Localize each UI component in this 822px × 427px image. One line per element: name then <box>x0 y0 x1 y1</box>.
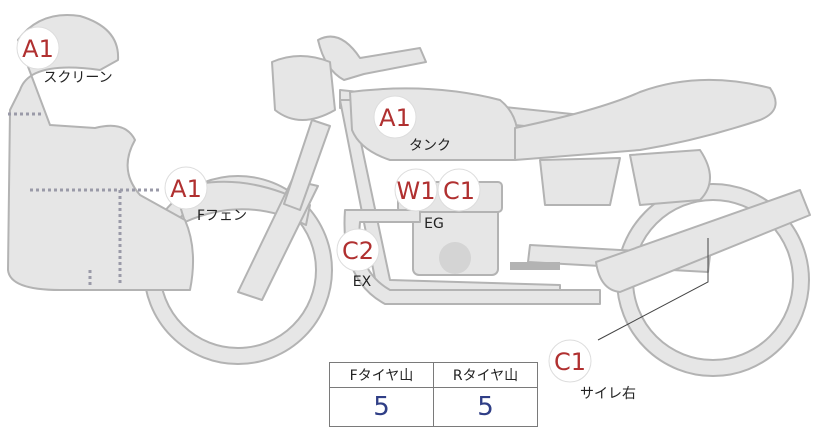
callout-tank: A1 タンク <box>373 95 451 154</box>
front-fender-shape <box>174 180 311 226</box>
damage-code: A1 <box>379 104 411 132</box>
part-label: EG <box>424 216 444 232</box>
part-label: EX <box>353 274 372 290</box>
part-label: サイレ右 <box>580 386 636 402</box>
damage-code: C1 <box>554 348 586 376</box>
damage-code-secondary: C1 <box>443 177 475 205</box>
front-fairing <box>7 14 194 291</box>
damage-code: A1 <box>170 175 202 203</box>
part-label: Fフェン <box>197 208 247 224</box>
tread-value-row: 5 5 <box>329 387 538 427</box>
fairing-zone-lines <box>8 112 160 285</box>
callout-exhaust: C2 EX <box>336 228 380 290</box>
tire-tread-table: Fタイヤ山 Rタイヤ山 5 5 <box>329 362 538 427</box>
frame-down-tube <box>283 119 331 211</box>
callout-screen: A1 スクリーン <box>16 26 113 86</box>
callout-front-fender: A1 Fフェン <box>164 166 247 224</box>
handlebar <box>317 35 427 81</box>
part-label: タンク <box>409 138 451 154</box>
engine-cover <box>439 242 471 274</box>
callout-engine: W1 C1 EG <box>394 168 481 232</box>
tread-header-row: Fタイヤ山 Rタイヤ山 <box>329 362 538 388</box>
damage-code: W1 <box>397 177 436 205</box>
side-cover <box>539 157 621 206</box>
tail-cowl <box>629 149 711 206</box>
seat <box>514 78 777 161</box>
damage-code: A1 <box>22 35 54 63</box>
rear-tire-value: 5 <box>433 387 538 427</box>
headlight-cowl <box>271 55 336 121</box>
damage-code: C2 <box>342 237 374 265</box>
front-tire-header: Fタイヤ山 <box>329 362 434 388</box>
muffler-shape <box>595 189 811 293</box>
front-tire-value: 5 <box>329 387 434 427</box>
callout-muffler: C1 サイレ右 <box>548 339 636 402</box>
part-label: スクリーン <box>43 70 112 86</box>
rear-tire-header: Rタイヤ山 <box>433 362 538 388</box>
